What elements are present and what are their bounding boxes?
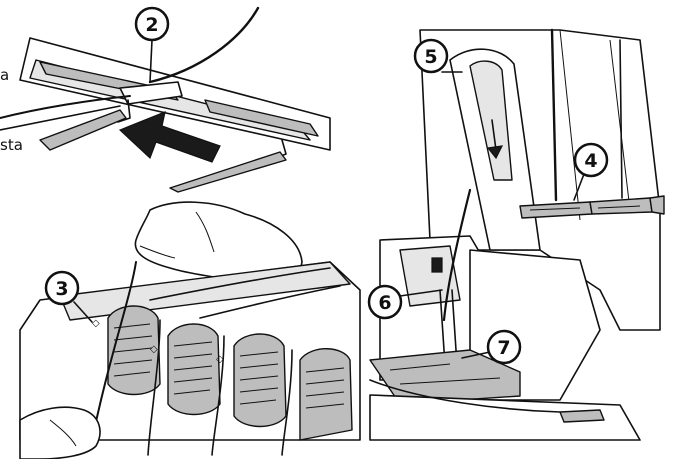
- step-7-label: 7: [497, 337, 510, 359]
- svg-text:◇: ◇: [92, 318, 100, 329]
- svg-text:◇: ◇: [150, 344, 158, 355]
- step-5-label: 5: [424, 46, 437, 68]
- tension-dial-2: [168, 324, 220, 415]
- panel-tension-dials: ◇ ◇ ◇ 3: [20, 202, 360, 459]
- cropped-text-a: a: [0, 66, 9, 84]
- step-6-label: 6: [378, 292, 391, 314]
- step-4-label: 4: [584, 150, 597, 172]
- tension-dial-4: [300, 349, 352, 440]
- step-3-label: 3: [55, 278, 68, 300]
- panel-thread-guide-slot: 2 a sta: [0, 8, 330, 192]
- step-2-label: 2: [145, 14, 158, 36]
- cropped-text-sta: sta: [0, 136, 23, 154]
- panel-needle-threading: 5 4 6 7: [369, 30, 664, 440]
- tension-dial-3: [234, 334, 286, 427]
